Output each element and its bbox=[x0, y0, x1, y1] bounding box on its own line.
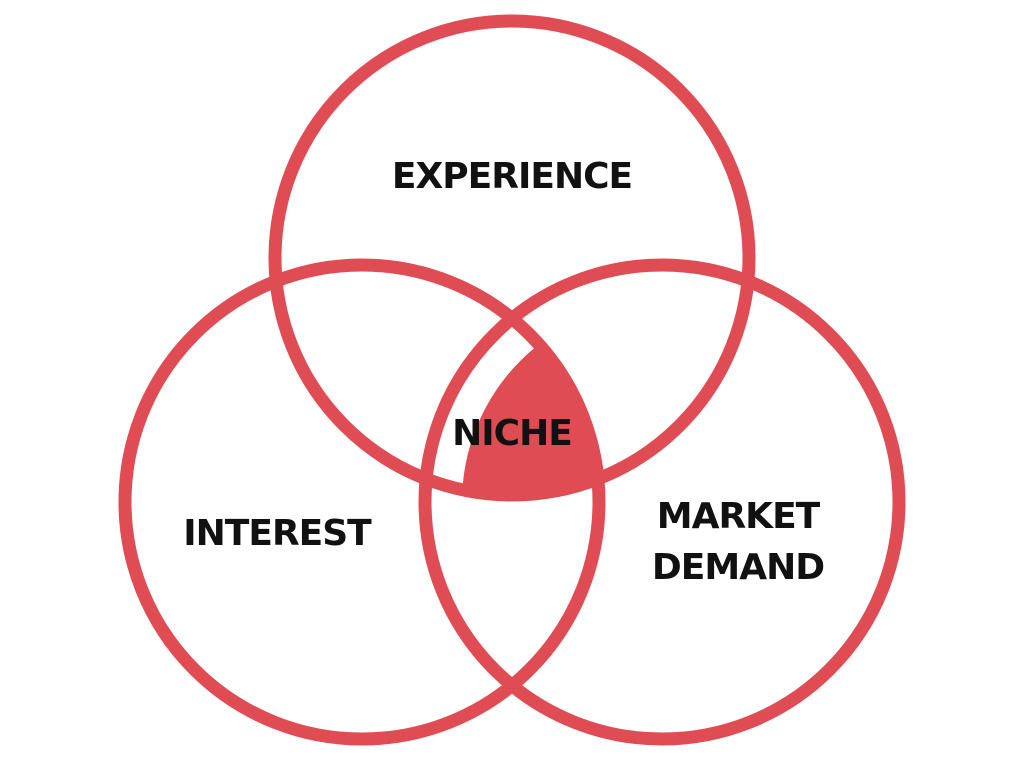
experience-circle bbox=[268, 14, 756, 502]
interest-circle bbox=[118, 258, 606, 746]
niche-region bbox=[462, 302, 599, 495]
interest-label: INTEREST bbox=[183, 513, 372, 554]
market-demand-circle bbox=[418, 258, 906, 746]
demand-label: DEMAND bbox=[652, 547, 824, 588]
niche-intersection bbox=[462, 302, 599, 495]
experience-label: EXPERIENCE bbox=[392, 156, 632, 197]
niche-label: NICHE bbox=[452, 413, 572, 454]
market-label: MARKET bbox=[657, 496, 821, 537]
